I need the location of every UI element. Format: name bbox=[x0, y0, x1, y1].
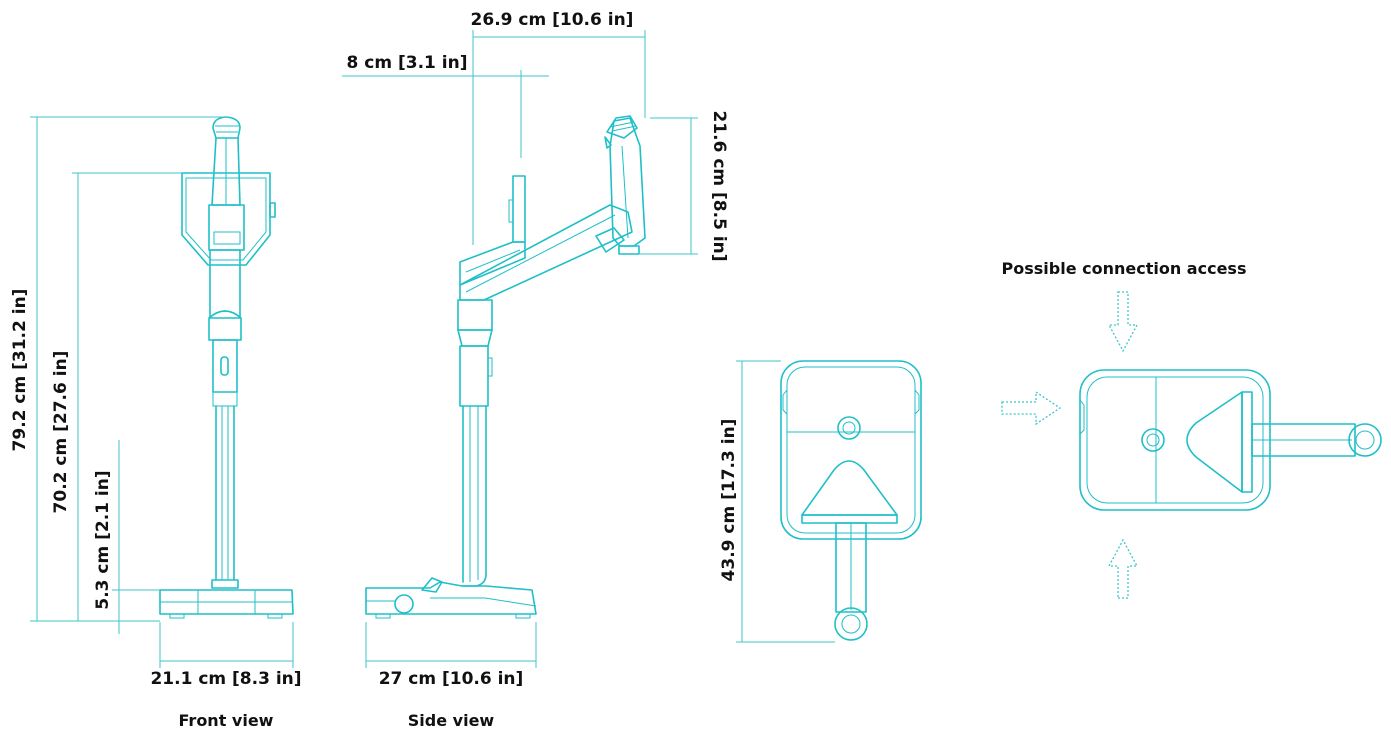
dim-front-total-height: 79.2 cm [31.2 in] bbox=[10, 289, 30, 452]
arrow-right-icon bbox=[1001, 390, 1062, 426]
side-view-drawing bbox=[365, 115, 646, 619]
dim-side-arm-reach: 26.9 cm [10.6 in] bbox=[471, 10, 634, 30]
caption-front-view: Front view bbox=[179, 711, 274, 730]
connection-view-drawing bbox=[1079, 369, 1382, 511]
side-view-dimensions bbox=[342, 30, 698, 668]
front-view-dimensions bbox=[30, 116, 294, 668]
top-view-drawing bbox=[780, 360, 922, 641]
dim-top-depth: 43.9 cm [17.3 in] bbox=[719, 419, 739, 582]
caption-side-view: Side view bbox=[408, 711, 495, 730]
connection-arrows bbox=[1001, 291, 1139, 599]
dim-front-width: 21.1 cm [8.3 in] bbox=[150, 669, 301, 689]
dim-side-offset: 8 cm [3.1 in] bbox=[347, 53, 468, 73]
arrow-down-icon bbox=[1107, 291, 1139, 353]
dim-side-head-height: 21.6 cm [8.5 in] bbox=[709, 110, 729, 261]
top-view-dimensions bbox=[736, 360, 835, 643]
caption-connection-access: Possible connection access bbox=[1002, 259, 1247, 278]
arrow-up-icon bbox=[1107, 538, 1139, 599]
dim-front-head-height: 70.2 cm [27.6 in] bbox=[51, 351, 71, 514]
dim-front-base-height: 5.3 cm [2.1 in] bbox=[93, 470, 113, 609]
front-view-drawing bbox=[159, 116, 294, 619]
dim-side-width: 27 cm [10.6 in] bbox=[379, 669, 524, 689]
